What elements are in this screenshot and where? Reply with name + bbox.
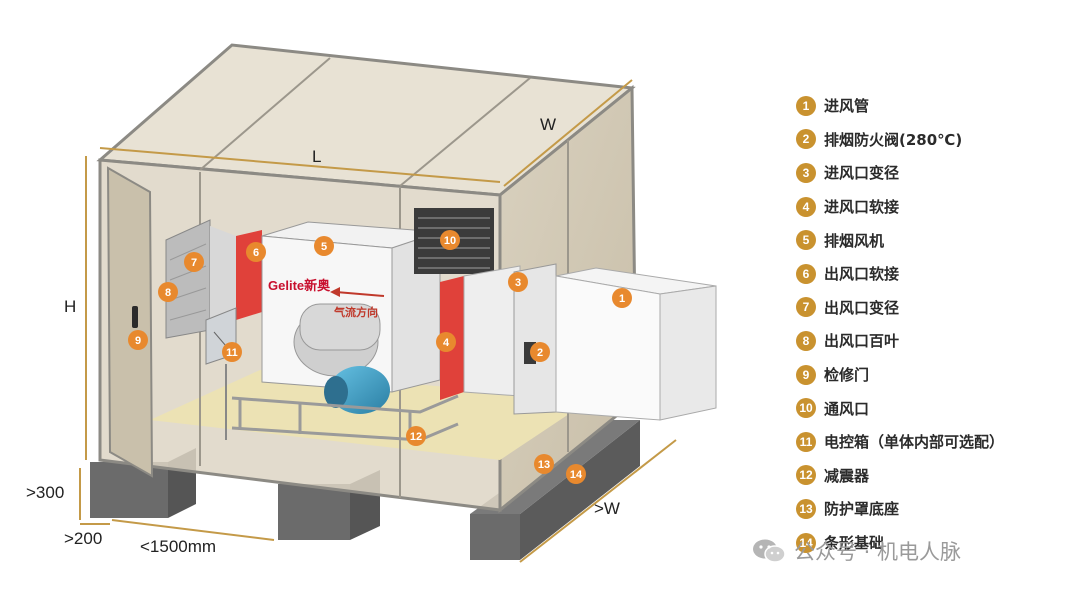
legend-item: 4 进风口软接 <box>796 190 1076 224</box>
fan-brand-label: Gelite新奥 <box>268 278 331 293</box>
wechat-icon <box>753 539 786 563</box>
svg-text:3: 3 <box>515 277 521 289</box>
legend-label: 通风口 <box>824 399 870 418</box>
svg-text:14: 14 <box>570 469 583 481</box>
legend-label: 减震器 <box>824 466 870 485</box>
callout-11: 11 <box>222 342 242 362</box>
legend-number: 13 <box>796 498 816 519</box>
dimension-base-width: <1500mm <box>140 537 216 556</box>
svg-text:7: 7 <box>191 257 197 269</box>
inlet-duct <box>555 267 717 421</box>
callout-5: 5 <box>314 236 334 256</box>
legend-item: 6 出风口软接 <box>796 257 1076 291</box>
svg-text:2: 2 <box>537 347 543 359</box>
callout-3: 3 <box>508 272 528 292</box>
dimension-side-gap: >200 <box>64 529 102 548</box>
legend-number: 6 <box>796 263 816 284</box>
legend-number: 5 <box>796 230 816 251</box>
legend-label: 出风口百叶 <box>824 332 900 351</box>
callout-6: 6 <box>246 242 266 262</box>
legend-number: 7 <box>796 297 816 318</box>
dimension-lines <box>79 79 677 563</box>
legend-item: 8 出风口百叶 <box>796 324 1076 358</box>
legend-number: 9 <box>796 364 816 385</box>
legend-number: 4 <box>796 196 816 217</box>
legend-item: 7 出风口变径 <box>796 291 1076 325</box>
svg-text:6: 6 <box>253 247 259 259</box>
callout-8: 8 <box>158 282 178 302</box>
watermark: 公众号 · 机电人脉 <box>752 536 961 566</box>
legend-item: 3 进风口变径 <box>796 156 1076 190</box>
dimension-base-height: >300 <box>26 483 64 502</box>
callout-7: 7 <box>184 252 204 272</box>
legend-label: 排烟防火阀(280℃) <box>824 130 963 149</box>
legend-number: 11 <box>796 431 816 452</box>
legend-label: 防护罩底座 <box>824 500 900 519</box>
legend-item: 12 减震器 <box>796 459 1076 493</box>
legend-item: 13 防护罩底座 <box>796 492 1076 526</box>
dimension-width: W <box>540 115 556 134</box>
legend-number: 10 <box>796 398 816 419</box>
legend-item: 2 排烟防火阀(280℃) <box>796 123 1076 157</box>
legend-item: 1 进风管 <box>796 89 1076 123</box>
svg-text:11: 11 <box>226 347 238 359</box>
airflow-direction-label: 气流方向 <box>333 305 378 319</box>
legend-number: 2 <box>796 129 816 150</box>
legend-label: 进风口变径 <box>824 164 900 183</box>
legend-label: 排烟风机 <box>824 231 885 250</box>
legend-label: 进风口软接 <box>824 198 900 217</box>
callout-14: 14 <box>566 464 586 484</box>
legend-label: 出风口软接 <box>824 265 900 284</box>
legend-label: 出风口变径 <box>824 298 900 317</box>
dimension-length: L <box>312 147 321 166</box>
legend-number: 14 <box>796 532 816 553</box>
callout-9: 9 <box>128 330 148 350</box>
outlet-louver <box>165 219 236 339</box>
legend-number: 12 <box>796 465 816 486</box>
callout-2: 2 <box>530 342 550 362</box>
legend-item: 5 排烟风机 <box>796 223 1076 257</box>
legend-number: 8 <box>796 330 816 351</box>
dimension-base-clearance: >W <box>594 499 620 518</box>
svg-text:1: 1 <box>619 293 625 305</box>
svg-text:9: 9 <box>135 335 141 347</box>
legend-label: 进风管 <box>824 97 870 116</box>
legend-number: 3 <box>796 162 816 183</box>
svg-text:13: 13 <box>538 459 550 471</box>
legend-label: 电控箱（单体内部可选配） <box>824 433 1005 452</box>
svg-text:8: 8 <box>165 287 171 299</box>
legend-number: 1 <box>796 95 816 116</box>
callout-13: 13 <box>534 454 554 474</box>
fan-motor <box>324 366 390 414</box>
svg-text:10: 10 <box>444 235 456 247</box>
legend-label: 条形基础 <box>824 534 885 553</box>
legend-item: 10 通风口 <box>796 391 1076 425</box>
legend-item: 14 条形基础 <box>796 526 1076 560</box>
svg-text:5: 5 <box>321 241 327 253</box>
legend-item: 11 电控箱（单体内部可选配） <box>796 425 1076 459</box>
watermark-text: 公众号 · 机电人脉 <box>794 540 962 564</box>
callout-10: 10 <box>440 230 460 250</box>
legend-item: 9 检修门 <box>796 358 1076 392</box>
svg-text:12: 12 <box>410 431 422 443</box>
svg-text:4: 4 <box>443 337 450 349</box>
callout-4: 4 <box>436 332 456 352</box>
callout-badges: 1 2 3 4 5 6 7 8 9 10 11 12 13 14 <box>128 230 632 484</box>
legend-label: 检修门 <box>824 366 870 385</box>
callout-12: 12 <box>406 426 426 446</box>
dimension-height: H <box>64 297 76 316</box>
callout-1: 1 <box>612 288 632 308</box>
